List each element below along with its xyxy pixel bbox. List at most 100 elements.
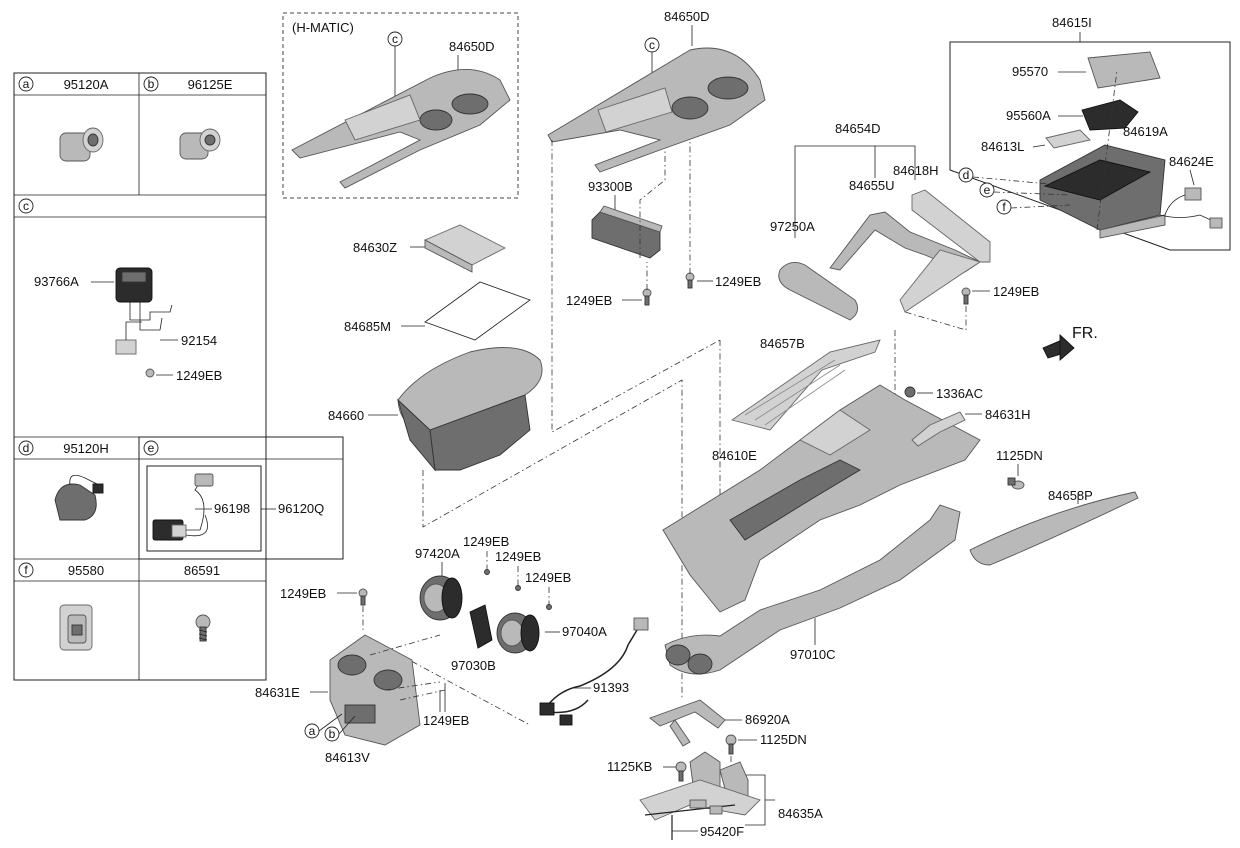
svg-text:95560A: 95560A [1006, 108, 1051, 123]
svg-text:c: c [392, 32, 398, 46]
part-84658P: 84658P [969, 488, 1139, 566]
svg-text:86591: 86591 [184, 563, 220, 578]
legend-cell-c: c 93766A 92154 1249EB [18, 198, 222, 383]
hmatic-box: (H-MATIC) 84650D c [282, 12, 519, 199]
part-95120H-image [54, 474, 104, 521]
svg-text:97420A: 97420A [415, 546, 460, 561]
svg-text:95120H: 95120H [63, 441, 109, 456]
svg-text:97030B: 97030B [451, 658, 496, 673]
part-1125DN-1: 1125DN [996, 448, 1043, 490]
part-93300B: 93300B [588, 150, 666, 259]
svg-text:84619A: 84619A [1123, 124, 1168, 139]
svg-text:97010C: 97010C [790, 647, 836, 662]
part-95420F: 95420F [644, 799, 744, 840]
svg-text:d: d [963, 168, 970, 182]
svg-text:1249EB: 1249EB [423, 713, 469, 728]
svg-text:1125KB: 1125KB [607, 759, 652, 774]
legend-cell-d: d 95120H [18, 440, 109, 521]
svg-text:84658P: 84658P [1048, 488, 1093, 503]
part-84630Z: 84630Z [353, 224, 506, 273]
svg-text:97250A: 97250A [770, 219, 815, 234]
legend-cell-e: e 96198 96120Q [143, 440, 324, 541]
part-91393: 91393 [399, 617, 649, 726]
svg-text:1125DN: 1125DN [760, 732, 807, 747]
svg-text:1336AC: 1336AC [936, 386, 983, 401]
svg-text:84685M: 84685M [344, 319, 391, 334]
svg-text:c: c [23, 199, 29, 213]
part-1125DN-2: 1125DN [725, 732, 807, 785]
svg-text:(H-MATIC): (H-MATIC) [292, 20, 354, 35]
svg-text:FR.: FR. [1072, 325, 1098, 342]
part-84660: 84660 [328, 347, 543, 472]
switch-93766A-image [115, 267, 173, 378]
svg-text:95420F: 95420F [700, 824, 744, 839]
svg-text:f: f [1002, 200, 1006, 214]
svg-text:1249EB: 1249EB [176, 368, 222, 383]
screw-1249EB-1: 1249EB [566, 262, 652, 308]
svg-text:84631H: 84631H [985, 407, 1031, 422]
svg-text:97040A: 97040A [562, 624, 607, 639]
svg-text:91393: 91393 [593, 680, 629, 695]
svg-text:84613L: 84613L [981, 139, 1024, 154]
svg-text:1249EB: 1249EB [495, 549, 541, 564]
part-97030B: 97030B [451, 604, 496, 673]
svg-text:1249EB: 1249EB [463, 534, 509, 549]
part-84635A: 84635A [639, 751, 823, 826]
svg-text:a: a [23, 77, 30, 91]
screw-86591-image [195, 614, 211, 642]
svg-text:84631E: 84631E [255, 685, 300, 700]
svg-text:84618H: 84618H [893, 163, 939, 178]
svg-text:95120A: 95120A [64, 77, 109, 92]
part-95580-image [59, 604, 93, 651]
svg-text:b: b [329, 727, 336, 741]
screw-1249EB-6: 1249EB [525, 570, 571, 610]
svg-text:84660: 84660 [328, 408, 364, 423]
part-1125KB: 1125KB [607, 759, 687, 782]
svg-text:95580: 95580 [68, 563, 104, 578]
svg-text:84613V: 84613V [325, 750, 370, 765]
screw-1249EB-4: 1249EB [463, 534, 509, 575]
svg-text:84615I: 84615I [1052, 15, 1092, 30]
svg-text:84635A: 84635A [778, 806, 823, 821]
shift-panel-hmatic-image [291, 69, 511, 189]
svg-text:84650D: 84650D [664, 9, 710, 24]
svg-text:96125E: 96125E [188, 77, 233, 92]
part-84654D-group: 84654D 84618H 84655U 97250A [770, 121, 991, 321]
svg-text:1249EB: 1249EB [993, 284, 1039, 299]
part-97010C: 97010C [664, 504, 961, 675]
svg-text:84654D: 84654D [835, 121, 881, 136]
svg-text:1249EB: 1249EB [280, 586, 326, 601]
part-84631E: 84631E a b [255, 634, 446, 746]
svg-text:1249EB: 1249EB [715, 274, 761, 289]
svg-text:92154: 92154 [181, 333, 217, 348]
part-95120A-image [59, 127, 104, 162]
screw-1249EB-2: 1249EB [685, 140, 761, 289]
part-84650D: 84650D c [547, 9, 766, 173]
svg-text:1249EB: 1249EB [566, 293, 612, 308]
svg-text:1249EB: 1249EB [525, 570, 571, 585]
screw-1249EB-8: 1249EB [423, 683, 469, 728]
legend-table: a 95120A b 96125E c 93766A 92154 [13, 72, 344, 681]
legend-cell-a: a 95120A [18, 76, 109, 162]
part-84657B: 84657B [730, 336, 881, 431]
svg-text:84655U: 84655U [849, 178, 895, 193]
svg-text:95570: 95570 [1012, 64, 1048, 79]
svg-text:e: e [148, 441, 155, 455]
svg-text:e: e [984, 183, 991, 197]
front-direction-indicator: FR. [1042, 325, 1098, 361]
svg-text:1125DN: 1125DN [996, 448, 1043, 463]
svg-text:d: d [23, 441, 30, 455]
part-97420A: 97420A [415, 546, 463, 621]
screw-1249EB-5: 1249EB [495, 549, 541, 591]
svg-text:84624E: 84624E [1169, 154, 1214, 169]
part-84613V: 84613V [325, 750, 370, 765]
svg-text:c: c [649, 38, 655, 52]
svg-text:f: f [24, 563, 28, 577]
svg-text:86920A: 86920A [745, 712, 790, 727]
svg-text:84610E: 84610E [712, 448, 757, 463]
svg-text:93300B: 93300B [588, 179, 633, 194]
svg-text:96120Q: 96120Q [278, 501, 324, 516]
svg-text:a: a [309, 724, 316, 738]
part-86920A: 86920A [649, 699, 790, 747]
